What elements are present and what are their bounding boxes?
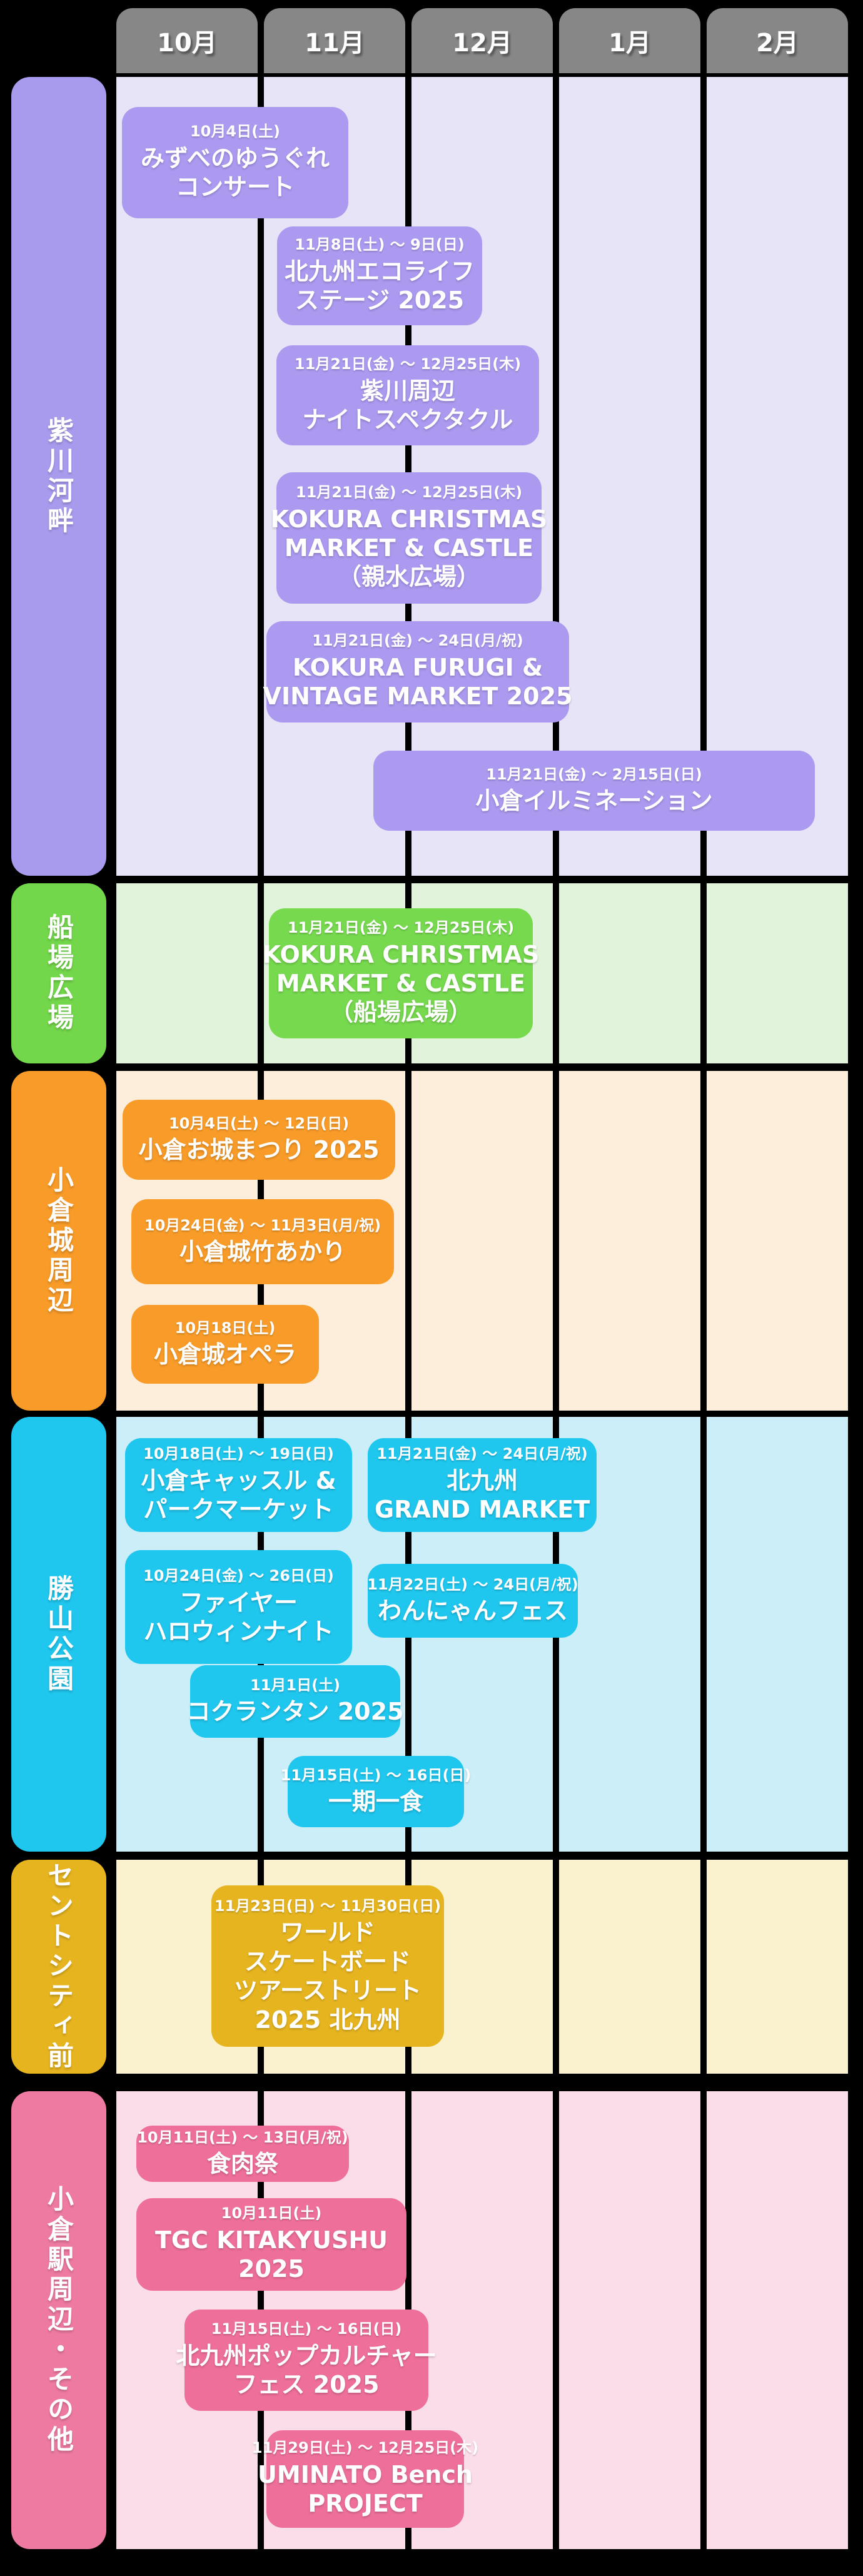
- event-box: 11月21日(金) ～ 12月25日(木) KOKURA CHRISTMAS MA…: [263, 908, 539, 1038]
- section-2-column-band-1: [116, 883, 258, 1063]
- event-title: KOKURA FURUGI & VINTAGE MARKET 2025: [263, 653, 573, 711]
- event-date: 10月11日(土): [221, 2204, 322, 2223]
- section-6-column-band-5: [707, 2091, 848, 2549]
- event-title: 小倉城オペラ: [153, 1341, 296, 1369]
- event-title: 紫川周辺 ナイトスペクタクル: [302, 377, 513, 434]
- event-box: 11月21日(金) ～ 12月25日(木) KOKURA CHRISTMAS MA…: [271, 472, 547, 604]
- month-header-4: 1月: [559, 8, 700, 73]
- event-box: 11月21日(金) ～ 2月15日(日) 小倉イルミネーション: [373, 751, 815, 831]
- event-box: 11月15日(土) ～ 16日(日) 一期一食: [281, 1756, 471, 1827]
- event-box: 11月29日(土) ～ 12月25日(木) UMINATO Bench PROJE…: [252, 2430, 478, 2528]
- event-title: わんにゃんフェス: [377, 1597, 568, 1625]
- event-box: 11月21日(金) ～ 24日(月/祝) KOKURA FURUGI & VINT…: [263, 621, 572, 723]
- venue-label-4: 勝山公園: [11, 1417, 106, 1852]
- event-date: 10月18日(土): [174, 1319, 276, 1337]
- event-title: 小倉お城まつり 2025: [138, 1136, 380, 1164]
- event-date: 11月23日(日) ～ 11月30日(日): [214, 1897, 442, 1915]
- event-box: 10月11日(土) ～ 13日(月/祝) 食肉祭: [136, 2126, 349, 2182]
- month-header-5: 2月: [707, 8, 848, 73]
- event-date: 10月11日(土) ～ 13日(月/祝): [137, 2128, 348, 2146]
- section-5-column-band-5: [707, 1860, 848, 2074]
- event-date: 11月21日(金) ～ 2月15日(日): [486, 765, 702, 783]
- event-box: 10月4日(土) みずべのゆうぐれ コンサート: [122, 107, 348, 218]
- event-date: 11月1日(土): [250, 1676, 341, 1694]
- event-date: 11月21日(金) ～ 24日(月/祝): [376, 1445, 588, 1463]
- section-5-column-band-4: [559, 1860, 700, 2074]
- venue-label-6: 小倉駅周辺・その他: [11, 2091, 106, 2549]
- venue-label-3: 小倉城周辺: [11, 1071, 106, 1411]
- event-box: 11月21日(金) ～ 12月25日(木) 紫川周辺 ナイトスペクタクル: [276, 345, 539, 445]
- event-date: 11月21日(金) ～ 12月25日(木): [294, 355, 522, 373]
- event-title: KOKURA CHRISTMAS MARKET & CASTLE （親水広場）: [270, 505, 548, 591]
- event-title: 小倉イルミネーション: [475, 787, 713, 815]
- section-3-column-band-3: [411, 1071, 553, 1411]
- event-date: 11月21日(金) ～ 24日(月/祝): [312, 632, 523, 650]
- section-2-column-band-4: [559, 883, 700, 1063]
- month-header-3: 12月: [411, 8, 553, 73]
- section-2-column-band-5: [707, 883, 848, 1063]
- section-3-column-band-5: [707, 1071, 848, 1411]
- venue-label-1: 紫川河畔: [11, 77, 106, 876]
- event-box: 11月22日(土) ～ 24日(月/祝) わんにゃんフェス: [367, 1564, 578, 1638]
- event-title: UMINATO Bench PROJECT: [258, 2460, 473, 2518]
- event-date: 10月4日(土): [189, 123, 281, 141]
- event-box: 10月18日(土) ～ 19日(日) 小倉キャッスル & パークマーケット: [125, 1438, 352, 1532]
- event-title: みずべのゆうぐれ コンサート: [140, 144, 330, 201]
- section-3-column-band-4: [559, 1071, 700, 1411]
- event-date: 11月21日(金) ～ 12月25日(木): [287, 919, 515, 937]
- event-title: ファイヤー ハロウィンナイト: [143, 1588, 334, 1646]
- event-box: 11月8日(土) ～ 9日(日) 北九州エコライフ ステージ 2025: [277, 226, 482, 325]
- event-title: コクランタン 2025: [186, 1698, 404, 1726]
- venue-label-5: セントシティ前: [11, 1860, 106, 2074]
- event-title: 北九州エコライフ ステージ 2025: [284, 257, 475, 315]
- event-date: 11月15日(土) ～ 16日(日): [211, 2320, 402, 2338]
- event-box: 11月21日(金) ～ 24日(月/祝) 北九州 GRAND MARKET: [368, 1438, 597, 1532]
- event-box: 10月24日(金) ～ 11月3日(月/祝) 小倉城竹あかり: [131, 1199, 394, 1284]
- event-date: 11月21日(金) ～ 12月25日(木): [295, 484, 523, 502]
- event-date: 11月29日(土) ～ 12月25日(木): [251, 2439, 479, 2457]
- event-title: 一期一食: [328, 1788, 423, 1816]
- event-title: ワールド スケートボード ツアーストリート 2025 北九州: [234, 1919, 421, 2034]
- event-title: KOKURA CHRISTMAS MARKET & CASTLE （船場広場）: [262, 940, 540, 1027]
- event-box: 11月15日(土) ～ 16日(日) 北九州ポップカルチャー フェス 2025: [176, 2310, 437, 2411]
- event-box: 10月11日(土) TGC KITAKYUSHU 2025: [136, 2198, 406, 2291]
- event-box: 11月23日(日) ～ 11月30日(日) ワールド スケートボード ツアーストリ…: [211, 1885, 444, 2047]
- event-box: 11月1日(土) コクランタン 2025: [187, 1665, 404, 1738]
- event-date: 10月24日(金) ～ 26日(日): [143, 1567, 334, 1585]
- month-header-1: 10月: [116, 8, 258, 73]
- section-1-column-band-5: [707, 77, 848, 876]
- event-date: 10月18日(土) ～ 19日(日): [143, 1445, 334, 1463]
- section-4-column-band-5: [707, 1417, 848, 1852]
- section-6-column-band-4: [559, 2091, 700, 2549]
- venue-label-2: 船場広場: [11, 883, 106, 1063]
- event-title: 北九州ポップカルチャー フェス 2025: [176, 2341, 437, 2399]
- event-title: TGC KITAKYUSHU 2025: [154, 2226, 388, 2283]
- event-box: 10月18日(土) 小倉城オペラ: [131, 1305, 319, 1384]
- event-title: 小倉城竹あかり: [179, 1238, 346, 1266]
- event-date: 11月15日(土) ～ 16日(日): [280, 1766, 472, 1784]
- section-1-column-band-4: [559, 77, 700, 876]
- event-date: 10月4日(土) ～ 12日(日): [168, 1114, 350, 1132]
- event-box: 10月4日(土) ～ 12日(日) 小倉お城まつり 2025: [123, 1100, 395, 1180]
- event-title: 北九州 GRAND MARKET: [374, 1466, 590, 1524]
- event-date: 10月24日(金) ～ 11月3日(月/祝): [144, 1216, 381, 1234]
- event-date: 11月22日(土) ～ 24日(月/祝): [367, 1575, 578, 1593]
- event-title: 食肉祭: [206, 2150, 278, 2178]
- event-date: 11月8日(土) ～ 9日(日): [295, 236, 465, 254]
- event-title: 小倉キャッスル & パークマーケット: [141, 1466, 336, 1524]
- event-box: 10月24日(金) ～ 26日(日) ファイヤー ハロウィンナイト: [125, 1550, 352, 1664]
- month-header-2: 11月: [264, 8, 405, 73]
